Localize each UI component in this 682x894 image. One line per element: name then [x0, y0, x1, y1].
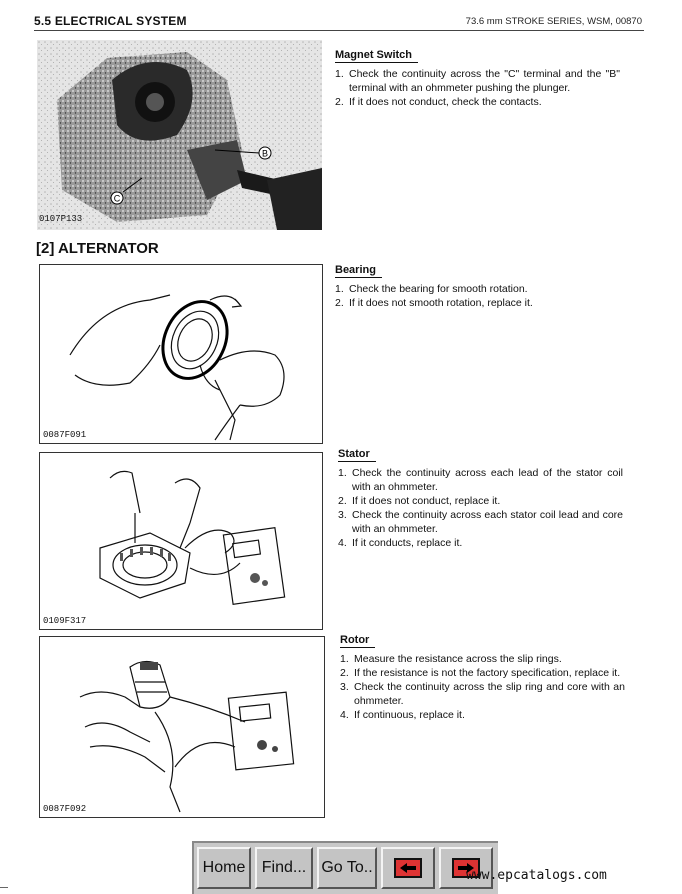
next-page-button[interactable]: [439, 847, 493, 889]
callout-c: C: [114, 194, 121, 204]
stator-illustration: [99, 470, 286, 605]
edge-mark: [0, 887, 8, 888]
header-rule: [34, 30, 644, 31]
rotor-figure: 0087F092: [39, 636, 325, 818]
list-item: 1.Check the bearing for smooth rotation.: [335, 283, 528, 295]
magnet-switch-steps: 1.Check the continuity across the "C" te…: [335, 67, 620, 109]
rotor-steps: 1.Measure the resistance across the slip…: [340, 652, 625, 722]
figure-code: 0109F317: [43, 616, 87, 626]
previous-page-button[interactable]: [381, 847, 435, 889]
list-item: 4.If continuous, replace it.: [340, 709, 465, 721]
stator-title: Stator: [338, 447, 376, 462]
section-heading: [2] ALTERNATOR: [36, 240, 159, 257]
bearing-section: Bearing 1.Check the bearing for smooth r…: [335, 263, 620, 310]
arrow-right-icon: [452, 858, 480, 878]
figure-code: 0087F091: [43, 430, 87, 440]
find-button[interactable]: Find...: [255, 847, 313, 889]
figure-code: 0107P133: [39, 214, 83, 224]
navigation-bar: Home Find... Go To..: [192, 841, 498, 894]
list-item: 3.Check the continuity across each stato…: [338, 509, 623, 535]
stator-section: Stator 1.Check the continuity across eac…: [338, 447, 623, 550]
stator-steps: 1.Check the continuity across each lead …: [338, 466, 623, 550]
magnet-switch-illustration: B C: [37, 40, 322, 230]
list-item: 2.If it does not conduct, replace it.: [338, 495, 501, 507]
figure-code: 0087F092: [43, 804, 87, 814]
manual-header: 73.6 mm STROKE SERIES, WSM, 00870: [465, 16, 642, 27]
magnet-switch-section: Magnet Switch 1.Check the continuity acr…: [335, 48, 620, 109]
list-item: 4.If it conducts, replace it.: [338, 537, 463, 549]
rotor-title: Rotor: [340, 633, 376, 648]
rotor-illustration: [79, 660, 295, 813]
list-item: 2.If the resistance is not the factory s…: [340, 667, 621, 679]
list-item: 2.If it does not conduct, check the cont…: [335, 96, 542, 108]
section-header: 5.5 ELECTRICAL SYSTEM: [34, 14, 187, 28]
list-item: 1.Check the continuity across the "C" te…: [335, 68, 620, 94]
bearing-figure: 0087F091: [39, 264, 323, 444]
watermark: www.epcatalogs.com: [466, 868, 607, 883]
magnet-switch-photo: B C 0107P133: [37, 40, 322, 230]
rotor-section: Rotor 1.Measure the resistance across th…: [340, 633, 625, 722]
callout-b: B: [262, 149, 268, 159]
arrow-left-icon: [394, 858, 422, 878]
list-item: 2.If it does not smooth rotation, replac…: [335, 297, 533, 309]
goto-button[interactable]: Go To..: [317, 847, 377, 889]
bearing-steps: 1.Check the bearing for smooth rotation.…: [335, 282, 620, 310]
list-item: 1.Check the continuity across each lead …: [338, 467, 623, 493]
list-item: 3.Check the continuity across the slip r…: [340, 681, 625, 707]
home-button[interactable]: Home: [197, 847, 251, 889]
list-item: 1.Measure the resistance across the slip…: [340, 653, 562, 665]
bearing-title: Bearing: [335, 263, 382, 278]
bearing-illustration: [69, 294, 285, 441]
stator-figure: 0109F317: [39, 452, 323, 630]
magnet-switch-title: Magnet Switch: [335, 48, 419, 63]
